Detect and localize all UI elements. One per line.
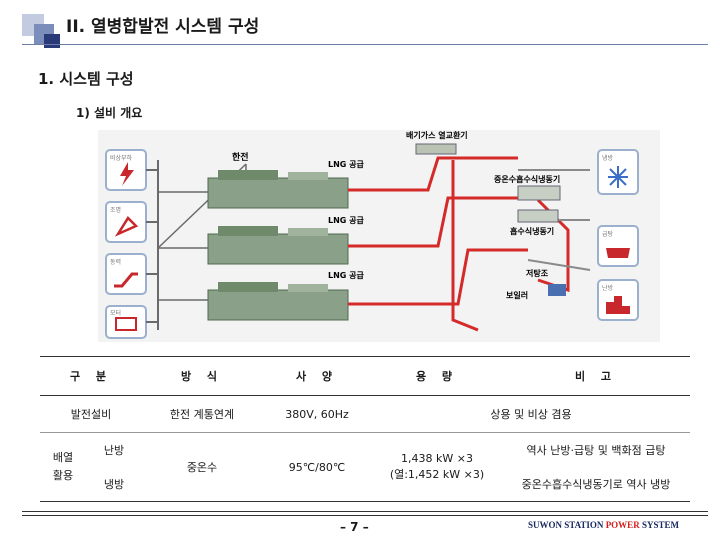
cell-note: 중온수흡수식냉동기로 역사 냉방 xyxy=(502,467,690,502)
cell-category: 발전설비 xyxy=(40,395,142,433)
lamp-icon xyxy=(114,216,139,237)
footer-divider xyxy=(22,511,708,512)
diagram-background xyxy=(98,130,660,342)
footer-brand-a: SUWON STATION xyxy=(528,520,606,530)
svg-text:조명: 조명 xyxy=(110,206,121,214)
footer-brand: SUWON STATION POWER SYSTEM xyxy=(528,520,679,530)
left-icon-lighting: 조명 xyxy=(105,201,147,243)
lightning-icon xyxy=(120,162,134,186)
cell-heat-group: 배열 활용 xyxy=(40,432,86,502)
svg-text:모터: 모터 xyxy=(110,309,121,317)
boiler xyxy=(548,284,566,296)
header-note: 비 고 xyxy=(502,356,690,396)
bath-icon xyxy=(606,248,630,258)
absorption-chiller-label: 흡수식냉동기 xyxy=(510,226,554,236)
table-row: 냉방 중온수흡수식냉동기로 역사 냉방 xyxy=(40,467,690,502)
exhaust-hx-label: 배기가스 열교환기 xyxy=(406,130,468,140)
footer-divider xyxy=(22,515,708,516)
system-diagram: 비상부하 조명 동력 모터 한전 xyxy=(98,130,660,342)
absorption-chiller-heater-label: 중온수흡수식냉동기 xyxy=(494,174,560,184)
header-spec: 사 양 xyxy=(262,356,372,396)
lng-label-1: LNG 공급 xyxy=(328,160,365,169)
svg-text:비상부하: 비상부하 xyxy=(110,154,133,162)
page-title: II. 열병합발전 시스템 구성 xyxy=(66,17,260,37)
cell-method: 중온수 xyxy=(142,432,262,502)
table-header-row: 구 분 방 식 사 양 용 량 비 고 xyxy=(40,356,690,396)
generator-set-3 xyxy=(207,282,349,321)
header-decoration xyxy=(44,34,60,48)
table-row: 배열 활용 난방 중온수 95℃/80℃ 1,438 kW ×3 (열:1,45… xyxy=(40,432,690,502)
kepco-label: 한전 xyxy=(232,151,249,163)
generator-set-1 xyxy=(207,170,349,209)
cell-sub: 난방 xyxy=(103,444,125,457)
cell-capacity: 1,438 kW ×3 (열:1,452 kW ×3) xyxy=(372,432,502,502)
exhaust-heat-exchanger xyxy=(415,143,457,155)
right-icon-hotwater: 급탕 xyxy=(597,225,639,267)
lng-label-3: LNG 공급 xyxy=(328,271,365,280)
cell-sub: 냉방 xyxy=(86,467,142,502)
building-icon xyxy=(606,296,630,314)
right-icon-cooling: 냉방 xyxy=(597,149,639,195)
subsection-heading: 1) 설비 개요 xyxy=(76,106,143,120)
absorption-chiller-heater xyxy=(517,185,561,201)
cell-spec: 95℃/80℃ xyxy=(262,432,372,502)
svg-text:난방: 난방 xyxy=(602,284,614,292)
header-capacity: 용 량 xyxy=(372,356,502,396)
spec-table: 구 분 방 식 사 양 용 량 비 고 발전설비 한전 계통연계 380V, 6… xyxy=(40,356,690,502)
cell-note: 역사 난방·급탕 및 백화점 급탕 xyxy=(526,444,666,457)
computer-icon xyxy=(115,317,137,331)
absorption-chiller xyxy=(517,209,559,223)
section-heading: 1. 시스템 구성 xyxy=(38,70,134,88)
cell-method: 한전 계통연계 xyxy=(142,395,262,433)
svg-text:동력: 동력 xyxy=(110,258,121,266)
cell-spec: 380V, 60Hz xyxy=(262,395,372,433)
footer-brand-c: SYSTEM xyxy=(639,520,679,530)
lng-label-2: LNG 공급 xyxy=(328,216,365,225)
footer-brand-b: POWER xyxy=(605,520,640,530)
generator-set-2 xyxy=(207,226,349,265)
left-icon-emergency: 비상부하 xyxy=(105,149,147,191)
heat-storage-label: 저탕조 xyxy=(526,268,549,278)
left-icon-motor: 모터 xyxy=(105,305,147,339)
escalator-icon xyxy=(114,272,138,288)
right-icon-heating: 난방 xyxy=(597,279,639,321)
table-row: 발전설비 한전 계통연계 380V, 60Hz 상용 및 비상 겸용 xyxy=(40,395,690,433)
page-number: – 7 – xyxy=(340,520,369,534)
svg-text:급탕: 급탕 xyxy=(602,231,614,238)
hot-water-piping xyxy=(348,156,570,332)
boiler-label: 보일러 xyxy=(506,290,528,300)
snowflake-icon xyxy=(608,166,628,188)
title-divider xyxy=(22,44,708,45)
left-icon-power: 동력 xyxy=(105,253,147,295)
svg-text:냉방: 냉방 xyxy=(602,154,614,162)
header-method: 방 식 xyxy=(142,356,262,396)
cell-note: 상용 및 비상 겸용 xyxy=(372,395,690,433)
header-category: 구 분 xyxy=(40,356,142,396)
